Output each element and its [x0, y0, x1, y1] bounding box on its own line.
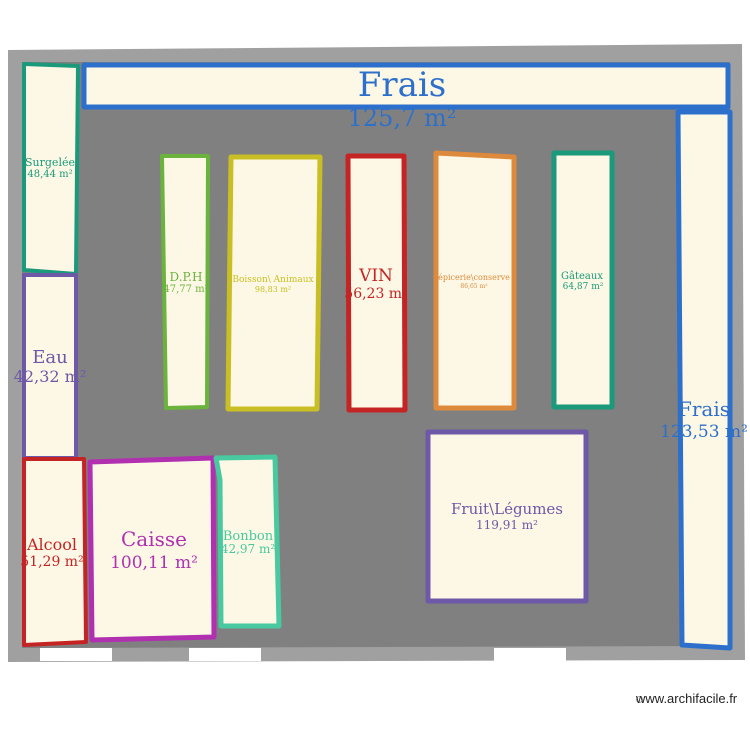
room-caisse[interactable]: Caisse 100,11 m² — [87, 455, 217, 643]
room-gateaux[interactable]: Gâteaux 64,87 m² — [551, 150, 615, 410]
room-frais-top[interactable]: Frais 125,7 m² — [81, 62, 731, 132]
room-frais-right[interactable]: Frais 123,53 m² — [660, 109, 748, 651]
room-shape — [345, 153, 408, 413]
room-vin[interactable]: VIN 56,23 m² — [344, 153, 408, 413]
room-area: 125,7 m² — [348, 104, 457, 132]
room-area: 48,44 m² — [27, 169, 72, 180]
room-surgelee[interactable]: Surgelée 48,44 m² — [22, 62, 80, 276]
room-area: 123,53 m² — [660, 422, 748, 442]
room-area: 42,97 m² — [221, 542, 276, 556]
room-name: Frais — [678, 397, 730, 421]
room-shape — [225, 154, 323, 412]
room-name: Gâteaux — [561, 271, 603, 282]
room-shape — [213, 454, 282, 629]
room-area: 56,23 m² — [344, 286, 407, 302]
room-shape — [22, 457, 88, 647]
room-name: Surgelée — [25, 156, 75, 169]
room-name: Boisson\ Animaux — [232, 275, 313, 285]
doors — [40, 648, 566, 661]
room-shape — [87, 455, 217, 643]
room-name: Caisse — [121, 527, 187, 551]
room-name: épicerie\conserve — [438, 273, 510, 282]
room-name: Frais — [358, 65, 446, 105]
door-opening — [40, 648, 112, 661]
room-shape — [425, 429, 589, 604]
room-area: 64,87 m² — [563, 282, 604, 292]
room-boisson-animaux[interactable]: Boisson\ Animaux 98,83 m² — [225, 154, 323, 412]
room-alcool[interactable]: Alcool 51,29 m² — [20, 457, 88, 647]
door-opening — [189, 648, 261, 661]
watermark-icon — [636, 696, 643, 703]
room-shape — [433, 150, 517, 411]
room-area: 47,77 m² — [163, 284, 208, 295]
room-area: 100,11 m² — [110, 553, 198, 573]
room-bonbon[interactable]: Bonbon 42,97 m² — [213, 454, 282, 629]
room-area: 86,65 m² — [460, 283, 488, 290]
room-name: Alcool — [26, 535, 77, 554]
watermark: www.archifacile.fr — [636, 691, 738, 706]
room-name: Bonbon — [223, 529, 274, 544]
room-name: Eau — [32, 347, 67, 368]
room-eau[interactable]: Eau 42,32 m² — [14, 273, 86, 460]
room-area: 98,83 m² — [255, 285, 291, 294]
room-fruit-legumes[interactable]: Fruit\Légumes 119,91 m² — [425, 429, 589, 604]
room-shape — [551, 150, 615, 410]
room-area: 119,91 m² — [476, 518, 538, 532]
room-name: VIN — [358, 266, 393, 286]
room-area: 42,32 m² — [14, 367, 86, 386]
room-name: Fruit\Légumes — [451, 500, 563, 518]
room-epicerie-conserve[interactable]: épicerie\conserve 86,65 m² — [433, 150, 517, 411]
room-name: D.P.H — [170, 270, 203, 284]
room-shape — [160, 154, 210, 410]
room-shape — [675, 109, 733, 651]
room-shape — [81, 62, 731, 110]
room-dph[interactable]: D.P.H 47,77 m² — [160, 154, 210, 410]
door-opening — [494, 648, 566, 661]
room-area: 51,29 m² — [20, 554, 83, 570]
